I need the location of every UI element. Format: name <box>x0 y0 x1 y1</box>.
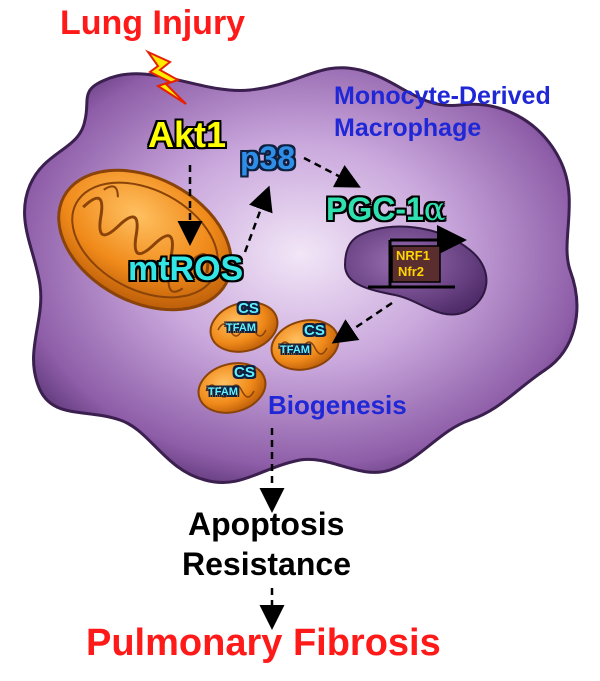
outcome-line2: Resistance <box>182 546 351 582</box>
mito1-cs-label: CS <box>238 300 259 317</box>
cell-label-line2: Macrophage <box>334 114 482 142</box>
mtros-node: mtROS <box>128 250 244 288</box>
mito3-tfam-label: TFAM <box>208 386 238 398</box>
nfr2-label: Nfr2 <box>398 264 425 279</box>
pgc1a-alpha: α <box>423 190 446 228</box>
cell-label-line1: Monocyte-Derived <box>334 82 551 110</box>
akt1-node: Akt1 <box>148 114 227 155</box>
nrf-box <box>391 245 441 283</box>
mito3-cs-label: CS <box>234 364 255 381</box>
arrow-mtros-p38 <box>243 185 273 253</box>
pulmonary-fibrosis-label: Pulmonary Fibrosis <box>86 622 441 664</box>
pgc1a-label: PGC-1 <box>326 191 424 227</box>
lung-injury-label: Lung Injury <box>60 4 246 42</box>
lightning-icon <box>145 49 187 105</box>
arrow-nrf-mito <box>331 301 393 344</box>
macrophage-cell <box>23 66 579 485</box>
p38-node: p38 <box>240 140 296 176</box>
pgc1a-node: PGC-1α <box>326 190 445 228</box>
small-mitochondrion-1 <box>209 301 279 353</box>
mito2-cs-label: CS <box>304 322 325 339</box>
mito1-tfam-label: TFAM <box>226 322 256 334</box>
small-mitochondrion-3 <box>197 362 267 414</box>
small-mitochondrion-2 <box>270 319 340 371</box>
biogenesis-label: Biogenesis <box>268 390 407 420</box>
large-mitochondrion <box>57 168 233 312</box>
nrf1-label: NRF1 <box>396 248 430 263</box>
arrow-p38-pgc1a <box>303 156 361 188</box>
mito2-tfam-label: TFAM <box>280 344 310 356</box>
outcome-line1: Apoptosis <box>188 506 345 542</box>
